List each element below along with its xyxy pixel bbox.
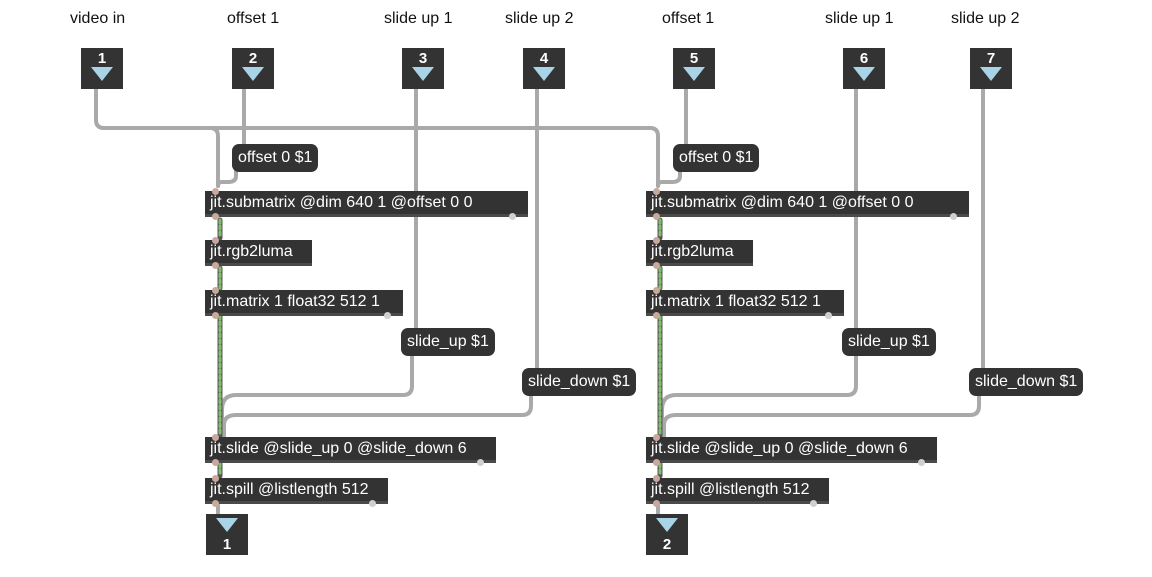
object-inlet-port[interactable]	[653, 287, 660, 294]
inlet-5[interactable]: 5	[673, 48, 715, 89]
object-outlet-port[interactable]	[212, 262, 219, 269]
inlet-label-slide-up-1: slide up 1	[384, 10, 453, 27]
inlet-4[interactable]: 4	[523, 48, 565, 89]
slide-up-message-left[interactable]: slide_up $1	[401, 328, 495, 356]
inlet-label-video-in: video in	[70, 10, 126, 27]
object-inlet-port[interactable]	[653, 434, 660, 441]
inlet-arrow-icon	[853, 67, 875, 81]
object-inlet-port[interactable]	[212, 434, 219, 441]
patch-cord	[660, 353, 858, 438]
inlet-arrow-icon	[412, 67, 434, 81]
object-dump-outlet-port[interactable]	[918, 459, 925, 466]
inlet-number: 2	[248, 50, 258, 67]
object-outlet-port[interactable]	[653, 312, 660, 319]
object-dump-outlet-port[interactable]	[477, 459, 484, 466]
object-outlet-port[interactable]	[653, 213, 660, 220]
inlet-2[interactable]: 2	[232, 48, 274, 89]
offset-message-right[interactable]: offset 0 $1	[673, 144, 760, 172]
patch-cord	[220, 353, 414, 438]
inlet-label-offset-1: offset 1	[227, 10, 280, 27]
inlet-label-offset-1-right: offset 1	[662, 10, 715, 27]
slide-down-message-left[interactable]: slide_down $1	[522, 368, 637, 396]
object-text: jit.spill @listlength 512	[651, 481, 810, 498]
object-dump-outlet-port[interactable]	[950, 213, 957, 220]
jit-matrix-right[interactable]: jit.matrix 1 float32 512 1	[646, 287, 844, 319]
object-text: jit.rgb2luma	[651, 243, 734, 260]
outlet-2[interactable]: 2	[646, 514, 688, 555]
inlet-arrow-icon	[980, 67, 1002, 81]
object-outlet-port[interactable]	[653, 459, 660, 466]
jit-rgb2luma-right[interactable]: jit.rgb2luma	[646, 237, 753, 269]
object-inlet-port[interactable]	[653, 188, 660, 195]
jit-slide-left[interactable]: jit.slide @slide_up 0 @slide_down 6	[205, 434, 496, 466]
object-dump-outlet-port[interactable]	[369, 500, 376, 507]
plain-cord-group	[94, 88, 985, 516]
slide-down-message-right[interactable]: slide_down $1	[969, 368, 1084, 396]
jit-submatrix-left[interactable]: jit.submatrix @dim 640 1 @offset 0 0	[205, 188, 528, 220]
inlet-label-slide-up-2: slide up 2	[505, 10, 574, 27]
inlet-label-slide-up-1-right: slide up 1	[825, 10, 894, 27]
inlet-number: 5	[689, 50, 699, 67]
object-dump-outlet-port[interactable]	[825, 312, 832, 319]
object-outlet-port[interactable]	[212, 500, 219, 507]
offset-message-left[interactable]: offset 0 $1	[232, 144, 319, 172]
inlet-7[interactable]: 7	[970, 48, 1012, 89]
object-text: jit.submatrix @dim 640 1 @offset 0 0	[210, 194, 473, 211]
object-outlet-port[interactable]	[212, 459, 219, 466]
jit-submatrix-right[interactable]: jit.submatrix @dim 640 1 @offset 0 0	[646, 188, 969, 220]
object-outlet-port[interactable]	[653, 262, 660, 269]
object-outlet-port[interactable]	[212, 213, 219, 220]
inlet-label-slide-up-2-right: slide up 2	[951, 10, 1020, 27]
object-dump-outlet-port[interactable]	[810, 500, 817, 507]
inlet-arrow-icon	[533, 67, 555, 81]
object-text: jit.slide @slide_up 0 @slide_down 6	[210, 440, 467, 457]
jit-spill-right[interactable]: jit.spill @listlength 512	[646, 475, 829, 507]
object-inlet-port[interactable]	[212, 287, 219, 294]
outlet-number: 2	[662, 536, 672, 553]
inlet-1[interactable]: 1	[81, 48, 123, 89]
inlet-number: 7	[986, 50, 996, 67]
inlet-number: 6	[859, 50, 869, 67]
outlet-arrow-icon	[216, 518, 238, 532]
object-text: jit.spill @listlength 512	[210, 481, 369, 498]
jit-spill-left[interactable]: jit.spill @listlength 512	[205, 475, 388, 507]
inlet-arrow-icon	[242, 67, 264, 81]
object-text: jit.matrix 1 float32 512 1	[651, 293, 821, 310]
patch-cord	[94, 88, 220, 188]
object-outlet-port[interactable]	[653, 500, 660, 507]
jit-matrix-left[interactable]: jit.matrix 1 float32 512 1	[205, 287, 403, 319]
outlet-1[interactable]: 1	[206, 514, 248, 555]
jit-slide-right[interactable]: jit.slide @slide_up 0 @slide_down 6	[646, 434, 937, 466]
object-text: jit.slide @slide_up 0 @slide_down 6	[651, 440, 908, 457]
outlet-number: 1	[222, 536, 232, 553]
object-outlet-port[interactable]	[212, 312, 219, 319]
inlet-number: 1	[97, 50, 107, 67]
matrix-cord-stripes	[218, 218, 662, 478]
inlet-arrow-icon	[683, 67, 705, 81]
object-text: jit.matrix 1 float32 512 1	[210, 293, 380, 310]
object-inlet-port[interactable]	[212, 237, 219, 244]
patch-cord	[222, 394, 533, 438]
inlet-number: 3	[418, 50, 428, 67]
patch-cord	[208, 126, 660, 188]
inlet-number: 4	[539, 50, 549, 67]
object-text: jit.submatrix @dim 640 1 @offset 0 0	[651, 194, 914, 211]
object-inlet-port[interactable]	[653, 237, 660, 244]
inlet-6[interactable]: 6	[843, 48, 885, 89]
object-text: jit.rgb2luma	[210, 243, 293, 260]
slide-up-message-right[interactable]: slide_up $1	[842, 328, 936, 356]
outlet-arrow-icon	[656, 518, 678, 532]
patch-cord	[662, 394, 981, 438]
object-inlet-port[interactable]	[212, 188, 219, 195]
object-inlet-port[interactable]	[653, 475, 660, 482]
object-inlet-port[interactable]	[212, 475, 219, 482]
inlet-3[interactable]: 3	[402, 48, 444, 89]
object-dump-outlet-port[interactable]	[384, 312, 391, 319]
object-dump-outlet-port[interactable]	[509, 213, 516, 220]
jit-rgb2luma-left[interactable]: jit.rgb2luma	[205, 237, 312, 269]
patch-cord	[656, 168, 682, 188]
inlet-arrow-icon	[91, 67, 113, 81]
patch-cord	[216, 168, 238, 188]
